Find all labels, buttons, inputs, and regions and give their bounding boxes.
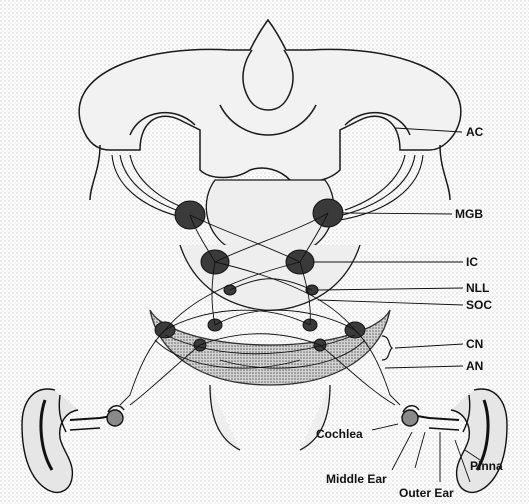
label-ic: IC	[466, 256, 478, 268]
label-nll: NLL	[466, 282, 489, 294]
label-middle-ear: Middle Ear	[326, 473, 387, 485]
label-pinna: Pinna	[470, 460, 503, 472]
label-cn: CN	[466, 338, 483, 350]
label-outer-ear: Outer Ear	[399, 487, 454, 499]
label-cochlea: Cochlea	[316, 428, 363, 440]
label-an: AN	[466, 360, 483, 372]
label-ac: AC	[466, 126, 483, 138]
label-soc: SOC	[466, 299, 492, 311]
label-mgb: MGB	[455, 208, 483, 220]
